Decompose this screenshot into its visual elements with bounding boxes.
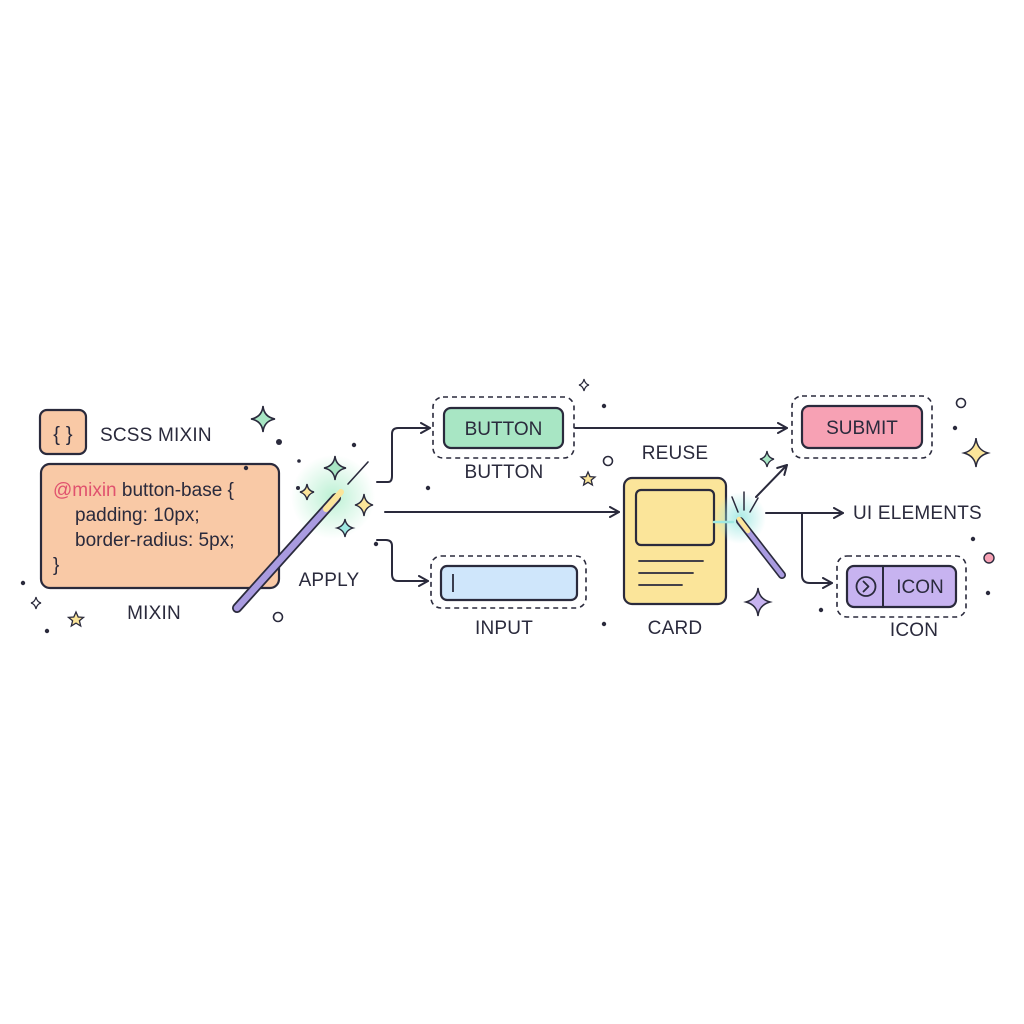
input-dashed-frame [430, 555, 587, 609]
icon-preview [845, 564, 958, 609]
star-icon [66, 610, 86, 628]
sparkle-icon [743, 587, 773, 617]
button-component: BUTTON [432, 396, 575, 459]
card-image-area [634, 488, 716, 547]
sparkle-icon [299, 483, 315, 501]
input-caption: INPUT [475, 618, 533, 639]
code-braces-icon [38, 408, 88, 456]
magic-wand-icon-secondary [712, 491, 786, 579]
icon-caption: ICON [890, 620, 938, 641]
button-preview-label: BUTTON [465, 419, 543, 440]
card-caption: CARD [648, 618, 703, 639]
button-caption: BUTTON [465, 462, 544, 483]
input-preview [439, 564, 579, 602]
input-component [430, 555, 587, 609]
sparkle-icon [250, 405, 276, 433]
code-braces-glyph: { } [53, 424, 73, 446]
apply-label: APPLY [299, 570, 360, 591]
sparkle-icon [323, 455, 347, 481]
sparkle-icon [30, 596, 42, 610]
sparkle-icon [759, 450, 775, 468]
mixin-name: button-base { [117, 480, 235, 501]
sparkle-icon [578, 378, 590, 392]
mixin-code-line-2: padding: 10px; [75, 505, 200, 526]
arrow-card-to-icon [801, 512, 833, 589]
scss-mixin-header: { } SCSS MIXIN [38, 408, 212, 456]
arrow-apply-to-input [376, 539, 429, 587]
scss-mixin-title: SCSS MIXIN [100, 425, 212, 446]
submit-component: SUBMIT [791, 395, 933, 459]
mixin-caption: MIXIN [127, 603, 181, 624]
sparkle-icon [961, 437, 991, 468]
decorative-rings [272, 397, 995, 623]
arrow-card-to-submit [755, 464, 788, 498]
icon-preview-label: ICON [896, 577, 944, 598]
arrow-apply-to-button [376, 422, 431, 483]
chevron-right-circle-icon [855, 576, 877, 597]
button-dashed-frame [432, 396, 575, 459]
card-component [622, 476, 728, 606]
ui-elements-label: UI ELEMENTS [853, 503, 982, 524]
submit-preview-label: SUBMIT [826, 418, 898, 439]
reuse-label: REUSE [642, 443, 708, 464]
mixin-code-block: @mixin button-base { padding: 10px; bord… [39, 462, 281, 590]
star-icon [579, 470, 597, 487]
submit-preview [800, 404, 924, 450]
mixin-code-line-4: } [53, 555, 59, 576]
mixin-code-line-3: border-radius: 5px; [75, 530, 234, 551]
button-preview [442, 406, 565, 450]
icon-component: ICON [836, 555, 967, 618]
mixin-keyword: @mixin [53, 480, 117, 501]
decorative-dots [20, 403, 991, 634]
sparkle-icon [354, 493, 374, 517]
sparkle-icon [334, 518, 356, 538]
mixin-code-line-1: @mixin button-base { [53, 480, 235, 501]
magic-wand-icon [232, 455, 375, 613]
